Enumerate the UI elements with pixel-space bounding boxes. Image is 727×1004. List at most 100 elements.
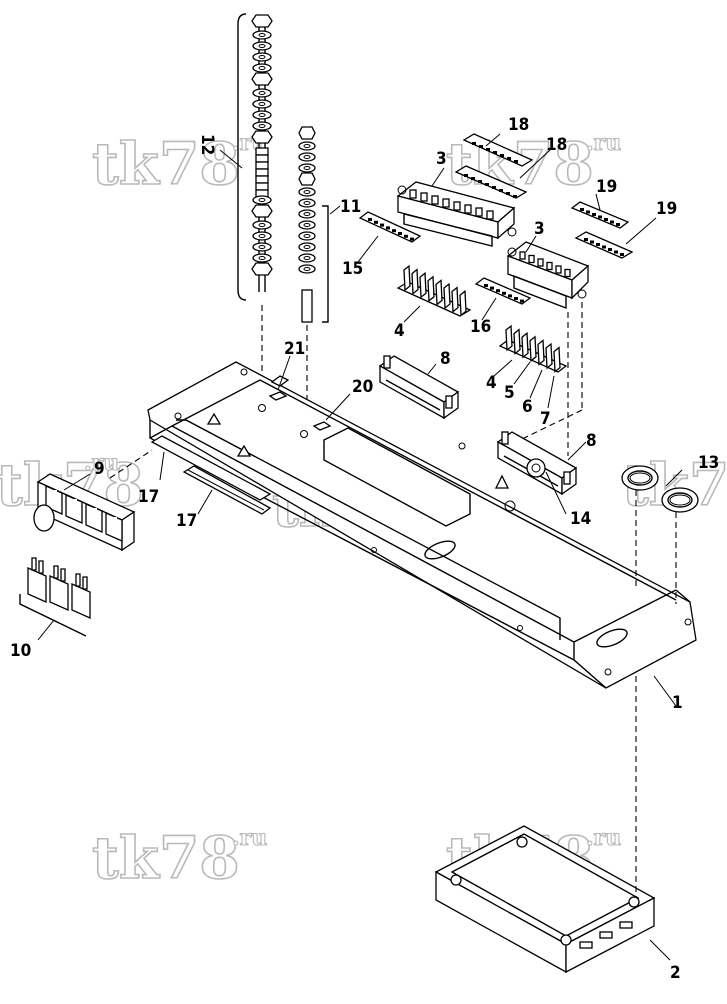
strip-mark xyxy=(380,223,384,227)
washer-hole xyxy=(258,33,266,37)
strip-mark xyxy=(398,232,402,235)
washer-hole xyxy=(303,144,311,148)
callout-8-lower: 8 xyxy=(586,431,597,451)
relay-socket-slot xyxy=(109,517,117,520)
washer xyxy=(252,88,272,98)
washer-hole xyxy=(303,190,311,194)
strip-mark xyxy=(596,243,600,246)
callout-11: 11 xyxy=(340,197,361,217)
washer xyxy=(298,141,316,151)
strip-mark xyxy=(392,229,396,233)
comb-tooth xyxy=(419,271,427,299)
washer-hole xyxy=(258,234,266,238)
nut xyxy=(251,204,273,218)
comb-tooth xyxy=(443,282,451,310)
contact-comb-4-upper xyxy=(396,264,472,317)
washer-hole xyxy=(303,256,311,260)
connector-pin xyxy=(475,207,483,217)
washer-hole xyxy=(258,102,266,106)
relay-pin xyxy=(31,557,37,571)
comb-tooth xyxy=(411,268,419,295)
strip-mark xyxy=(608,248,612,251)
washer xyxy=(298,253,316,263)
comb-tooth xyxy=(537,339,545,366)
connector-pin xyxy=(464,204,472,214)
washer xyxy=(252,220,272,230)
relay-pin xyxy=(38,560,44,574)
washer xyxy=(298,163,316,173)
washer-hole xyxy=(258,223,266,227)
washer xyxy=(252,231,272,241)
callout-14: 14 xyxy=(570,509,591,529)
strip-mark xyxy=(586,210,590,214)
strip-mark xyxy=(374,220,378,224)
connector-pin xyxy=(409,189,417,199)
callout-4-upper: 4 xyxy=(394,321,405,341)
label-strip-19 xyxy=(570,201,634,259)
strip-mark xyxy=(492,186,496,189)
connector-pin xyxy=(420,192,428,202)
strip-mark xyxy=(508,294,512,298)
svg-text:.ru: .ru xyxy=(586,825,621,851)
washer-hole xyxy=(258,245,266,249)
washer-hole xyxy=(258,124,266,128)
strip-mark xyxy=(404,234,408,238)
strip-mark xyxy=(514,160,518,163)
strip-mark xyxy=(386,226,390,230)
connector-pin xyxy=(555,265,562,274)
comb-tooth xyxy=(435,279,443,306)
nut xyxy=(251,72,273,86)
strip-mark xyxy=(506,192,510,195)
washer-hole xyxy=(303,267,311,271)
washer-hole xyxy=(303,245,311,249)
strip-mark xyxy=(410,237,414,241)
washer xyxy=(298,220,316,230)
connector-3-upper xyxy=(396,181,517,247)
strip-mark xyxy=(493,151,497,154)
washer xyxy=(252,253,272,263)
callout-2: 2 xyxy=(670,963,681,983)
relay-pin xyxy=(82,576,88,590)
washer xyxy=(252,41,272,51)
housing-8-upper xyxy=(378,355,460,420)
strip-mark xyxy=(464,174,468,177)
strip-mark xyxy=(479,145,483,148)
strip-mark xyxy=(580,208,584,211)
connector-pin xyxy=(453,201,461,211)
relay-socket-slot xyxy=(89,508,97,511)
callout-19-upper: 19 xyxy=(596,177,617,197)
washer-hole xyxy=(303,223,311,227)
connector-pin xyxy=(564,268,571,278)
callout-19-lower: 19 xyxy=(656,199,677,219)
relay-pin xyxy=(60,568,66,582)
watermark-top-left: tk78 .ru xyxy=(91,129,268,199)
nut xyxy=(298,126,316,140)
relay-pin xyxy=(53,565,59,579)
strip-mark xyxy=(513,195,517,198)
comb-tooth xyxy=(513,328,521,355)
bolt-stack-12 xyxy=(237,13,273,408)
thread xyxy=(255,147,269,156)
strip-mark xyxy=(490,286,494,290)
strip-mark xyxy=(620,253,624,256)
comb-tooth xyxy=(459,289,467,317)
strip-mark xyxy=(614,250,618,254)
thread xyxy=(255,154,269,163)
callout-18-upper: 18 xyxy=(508,115,529,135)
strip-mark xyxy=(507,157,511,160)
strip-mark xyxy=(484,284,488,287)
washer xyxy=(252,30,272,40)
washer xyxy=(298,152,316,162)
connector-pin xyxy=(546,261,553,271)
washer-hole xyxy=(258,55,266,59)
callout-15: 15 xyxy=(342,259,363,279)
washer xyxy=(252,242,272,252)
relay-block-9 xyxy=(33,473,136,552)
washer-hole xyxy=(303,201,311,205)
seal-ring-13-right xyxy=(661,487,699,513)
strip-mark xyxy=(500,154,504,157)
washer-hole xyxy=(258,198,266,202)
svg-text:.ru: .ru xyxy=(232,825,267,851)
callout-10: 10 xyxy=(10,641,31,661)
